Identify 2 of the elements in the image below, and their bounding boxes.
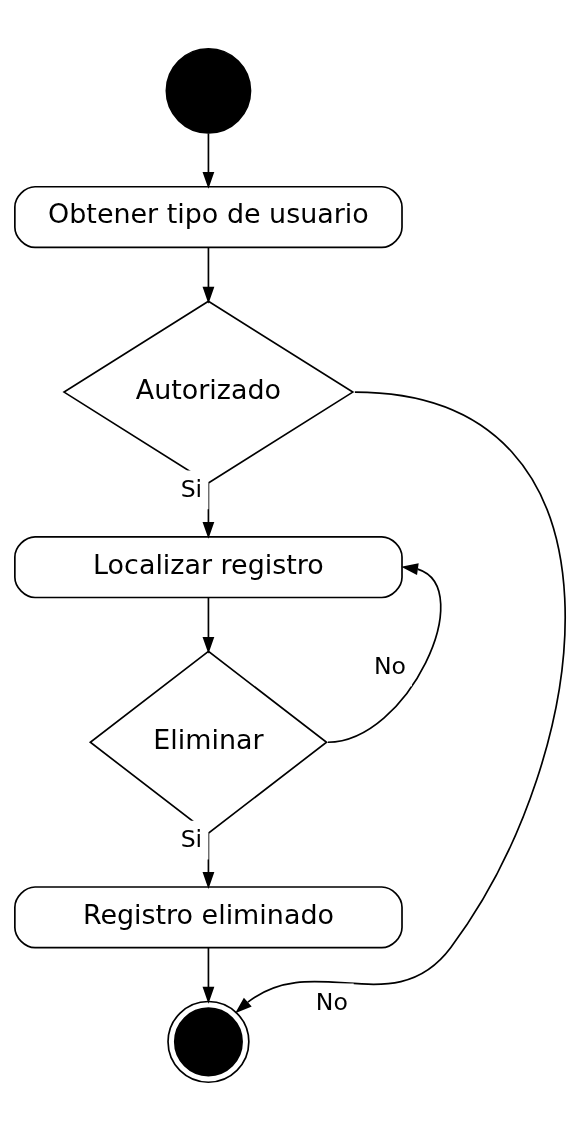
edge-label: No — [315, 987, 348, 1016]
edge-label: No — [374, 651, 407, 680]
